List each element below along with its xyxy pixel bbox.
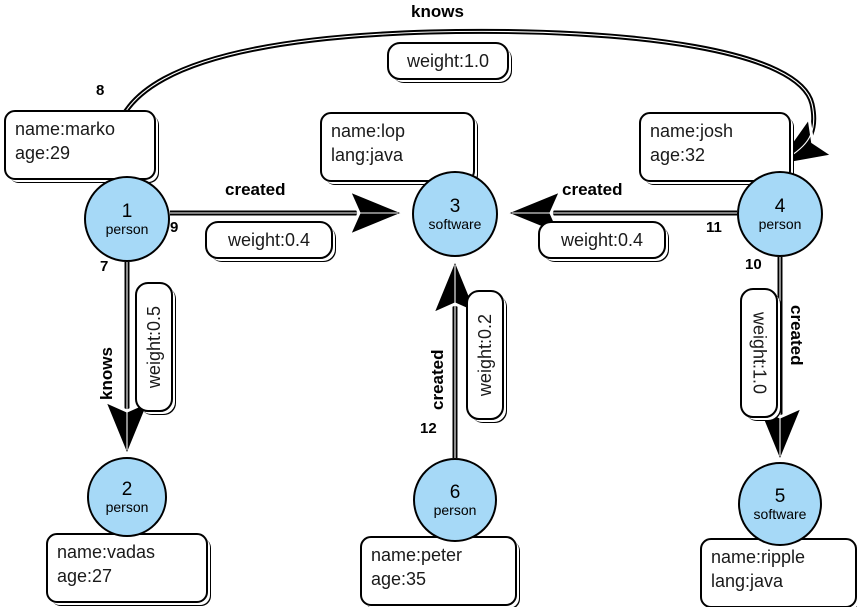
property-box-vertex-1: name:marko age:29 (4, 110, 156, 180)
edge-label-11: created (562, 180, 623, 199)
property-box-vertex-3: name:lop lang:java (320, 112, 475, 182)
vertex-1[interactable]: 1 person (84, 176, 170, 262)
edge-weight-10: weight:1.0 (740, 288, 778, 418)
vertex-label: person (105, 220, 149, 237)
vertex-id: 6 (449, 481, 461, 503)
vertex-label: person (758, 215, 802, 232)
property-box-vertex-4: name:josh age:32 (639, 112, 791, 182)
edge-label-9: created (225, 180, 286, 199)
edge-id-11: 11 (706, 219, 722, 236)
edge-id-8: 8 (96, 82, 105, 99)
property-line: name:josh (650, 121, 734, 141)
property-line: name:vadas (57, 542, 156, 562)
property-line: lang:java (331, 144, 404, 165)
edge-label-8: knows (411, 2, 464, 21)
vertex-label: person (105, 498, 149, 515)
property-line: name:ripple (711, 547, 806, 567)
vertex-6[interactable]: 6 person (413, 458, 497, 542)
property-line: name:marko (15, 119, 116, 139)
property-line: name:peter (371, 545, 463, 565)
edge-weight-7: weight:0.5 (135, 282, 173, 412)
vertex-label: software (753, 505, 807, 522)
edge-id-7: 7 (100, 258, 109, 275)
property-line: age:35 (371, 568, 427, 589)
vertex-id: 1 (121, 200, 133, 222)
edge-weight-text: weight:0.5 (143, 305, 164, 389)
edge-weight-9: weight:0.4 (205, 221, 333, 259)
edge-label-10: created (787, 305, 806, 366)
edge-weight-12: weight:0.2 (466, 290, 504, 420)
edge-weight-text: weight:1.0 (749, 311, 770, 395)
edge-label-7: knows (97, 347, 116, 400)
property-line: name:lop (331, 121, 406, 141)
property-box-vertex-6: name:peter age:35 (360, 536, 517, 606)
edge-id-9: 9 (170, 219, 179, 236)
edge-weight-text: weight:0.2 (474, 313, 495, 397)
property-line: age:27 (57, 565, 113, 586)
vertex-id: 3 (449, 195, 461, 217)
vertex-id: 4 (774, 195, 786, 217)
edge-weight-text: weight:0.4 (227, 229, 311, 250)
property-box-vertex-5: name:ripple lang:java (700, 538, 857, 607)
edge-weight-text: weight:0.4 (560, 229, 644, 250)
vertex-5[interactable]: 5 software (738, 462, 822, 546)
property-box-vertex-2: name:vadas age:27 (46, 533, 208, 603)
vertex-3[interactable]: 3 software (412, 171, 498, 257)
vertex-id: 2 (121, 478, 133, 500)
property-line: lang:java (711, 570, 784, 591)
vertex-label: person (433, 501, 477, 518)
edge-id-12: 12 (420, 420, 437, 437)
edge-weight-11: weight:0.4 (538, 221, 666, 259)
vertex-2[interactable]: 2 person (87, 457, 167, 537)
edge-line-8-inner (113, 30, 815, 179)
property-line: age:29 (15, 142, 71, 163)
property-line: age:32 (650, 144, 706, 165)
edge-label-12: created (428, 349, 447, 410)
edge-weight-text: weight:1.0 (406, 50, 490, 71)
edge-weight-8: weight:1.0 (387, 42, 509, 80)
vertex-id: 5 (774, 485, 786, 507)
edge-id-10: 10 (745, 256, 762, 273)
vertex-4[interactable]: 4 person (737, 171, 823, 257)
vertex-label: software (428, 215, 482, 232)
